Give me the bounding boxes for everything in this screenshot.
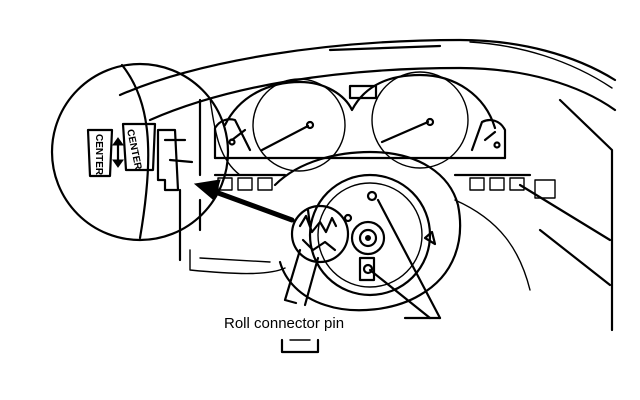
tachometer (371, 71, 469, 169)
callout-leaders (368, 198, 442, 320)
instrument-cluster (213, 71, 556, 199)
inset-detail: CENTER CENTER (50, 62, 230, 242)
speedometer (252, 78, 346, 172)
steering-column (273, 150, 462, 354)
inset-mark-top: CENTER (124, 128, 143, 171)
magnify-circle (290, 204, 350, 264)
speedometer-needle (260, 124, 310, 152)
align-arrow-down-icon (112, 159, 124, 168)
callout-label: Roll connector pin (224, 315, 344, 332)
inset-tab-left (86, 128, 114, 178)
tachometer-needle (380, 120, 430, 144)
leader-line-lower (368, 268, 432, 320)
inset-tab-right (121, 122, 157, 172)
inset-edge (120, 63, 150, 240)
leader-line-upper (376, 198, 442, 320)
inset-circle (50, 62, 230, 242)
align-arrow-up-icon (112, 137, 124, 146)
column-shaft (350, 220, 386, 256)
pointer-arrow (193, 179, 295, 223)
roll-connector-detail (290, 204, 350, 264)
warning-lamp (348, 84, 378, 100)
inset-mark-bottom: CENTER (93, 134, 104, 176)
